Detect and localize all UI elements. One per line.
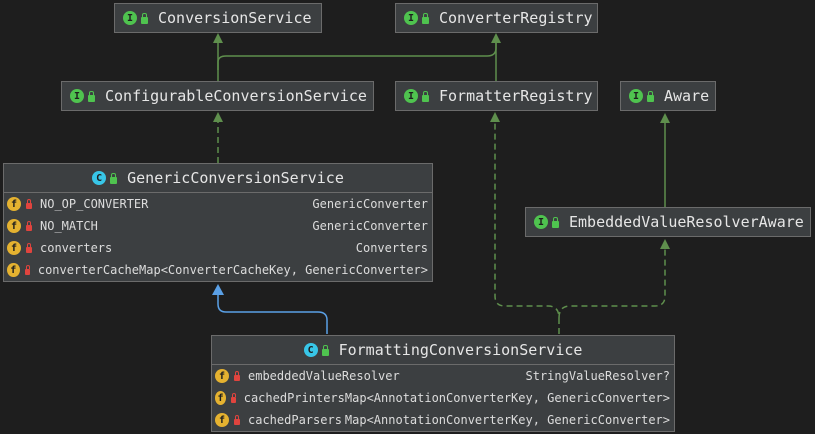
field-list: f embeddedValueResolver StringValueResol… — [212, 364, 674, 431]
arrow-converter-registry — [491, 33, 501, 43]
field-icon: f — [215, 413, 229, 427]
interface-icon: I — [123, 11, 137, 25]
class-icon: C — [303, 343, 318, 357]
public-lock-icon — [88, 90, 95, 102]
field-icon: f — [7, 263, 20, 277]
field-row[interactable]: f NO_OP_CONVERTER GenericConverter — [4, 193, 432, 215]
node-embedded-value-resolver-aware[interactable]: I EmbeddedValueResolverAware — [525, 207, 811, 237]
field-row[interactable]: f cachedParsers Map<AnnotationConverterK… — [212, 409, 674, 431]
node-title: FormatterRegistry — [439, 87, 593, 105]
private-lock-icon — [234, 415, 240, 425]
node-formatting-conversion-service[interactable]: C FormattingConversionService f embedded… — [211, 335, 675, 432]
public-lock-icon — [321, 344, 329, 356]
field-name: embeddedValueResolver — [248, 369, 400, 383]
field-list: f NO_OP_CONVERTER GenericConverter f NO_… — [4, 192, 432, 281]
node-title: ConversionService — [158, 9, 312, 27]
public-lock-icon — [422, 12, 429, 24]
private-lock-icon — [234, 371, 240, 381]
field-type: Converters — [355, 241, 428, 255]
node-header: I Aware — [621, 82, 715, 110]
node-title: ConfigurableConversionService — [105, 87, 367, 105]
field-row[interactable]: f NO_MATCH GenericConverter — [4, 215, 432, 237]
node-title: GenericConversionService — [127, 169, 344, 187]
field-row[interactable]: f embeddedValueResolver StringValueResol… — [212, 365, 674, 387]
node-generic-conversion-service[interactable]: C GenericConversionService f NO_OP_CONVE… — [3, 163, 433, 282]
field-type: Map<AnnotationConverterKey, GenericConve… — [344, 413, 670, 427]
node-title: Aware — [664, 87, 710, 105]
field-icon: f — [215, 391, 227, 405]
interface-icon: I — [404, 11, 418, 25]
node-aware[interactable]: I Aware — [620, 81, 716, 111]
private-lock-icon — [231, 393, 236, 403]
public-lock-icon — [141, 12, 148, 24]
field-row[interactable]: f converters Converters — [4, 237, 432, 259]
arrow-configurable — [213, 112, 223, 122]
field-type: Map<AnnotationConverterKey, GenericConve… — [344, 391, 670, 405]
edge-formatting-to-formatter-registry — [494, 115, 560, 334]
node-header: I ConverterRegistry — [396, 4, 597, 32]
interface-icon: I — [404, 89, 418, 103]
field-name: NO_OP_CONVERTER — [40, 197, 149, 211]
field-name: cachedParsers — [248, 413, 342, 427]
arrow-formatter-registry — [490, 112, 500, 122]
field-icon: f — [215, 369, 229, 383]
field-name: cachedPrinters — [243, 391, 345, 405]
field-row[interactable]: f cachedPrinters Map<AnnotationConverter… — [212, 387, 674, 409]
private-lock-icon — [26, 199, 32, 209]
field-type: StringValueResolver? — [525, 369, 671, 383]
field-row[interactable]: f converterCache Map<ConverterCacheKey, … — [4, 259, 432, 281]
private-lock-icon — [24, 265, 30, 275]
arrow-generic — [212, 284, 224, 295]
public-lock-icon — [647, 90, 654, 102]
node-header: I ConversionService — [115, 4, 321, 32]
private-lock-icon — [26, 243, 32, 253]
node-conversion-service[interactable]: I ConversionService — [114, 3, 322, 33]
field-type: GenericConverter — [312, 219, 428, 233]
field-name: converterCache — [37, 263, 140, 277]
field-type: GenericConverter — [312, 197, 428, 211]
node-configurable-conversion-service[interactable]: I ConfigurableConversionService — [61, 81, 374, 111]
edge-formatting-to-embedded — [558, 242, 666, 319]
node-title: EmbeddedValueResolverAware — [569, 213, 804, 231]
interface-icon: I — [70, 89, 84, 103]
arrow-conversion-service — [213, 33, 223, 43]
node-formatter-registry[interactable]: I FormatterRegistry — [395, 81, 598, 111]
edge-configurable-to-converter-registry — [217, 36, 497, 70]
field-name: NO_MATCH — [40, 219, 98, 233]
arrow-embedded — [660, 239, 670, 249]
edge-formatting-extends-generic — [217, 288, 328, 334]
node-title: FormattingConversionService — [338, 341, 583, 359]
field-icon: f — [7, 219, 21, 233]
field-icon: f — [7, 241, 21, 255]
public-lock-icon — [110, 172, 118, 184]
class-icon: C — [92, 171, 107, 185]
interface-icon: I — [629, 89, 643, 103]
interface-icon: I — [534, 215, 548, 229]
node-header: I FormatterRegistry — [396, 82, 597, 110]
public-lock-icon — [422, 90, 429, 102]
field-name: converters — [40, 241, 113, 255]
field-type: Map<ConverterCacheKey, GenericConverter> — [139, 263, 428, 277]
node-header: I EmbeddedValueResolverAware — [526, 208, 810, 236]
node-converter-registry[interactable]: I ConverterRegistry — [395, 3, 598, 33]
node-header: C GenericConversionService — [4, 164, 432, 192]
node-title: ConverterRegistry — [439, 9, 593, 27]
node-header: C FormattingConversionService — [212, 336, 674, 364]
node-header: I ConfigurableConversionService — [62, 82, 373, 110]
public-lock-icon — [552, 216, 559, 228]
arrow-aware — [660, 113, 670, 123]
private-lock-icon — [26, 221, 32, 231]
field-icon: f — [7, 197, 21, 211]
